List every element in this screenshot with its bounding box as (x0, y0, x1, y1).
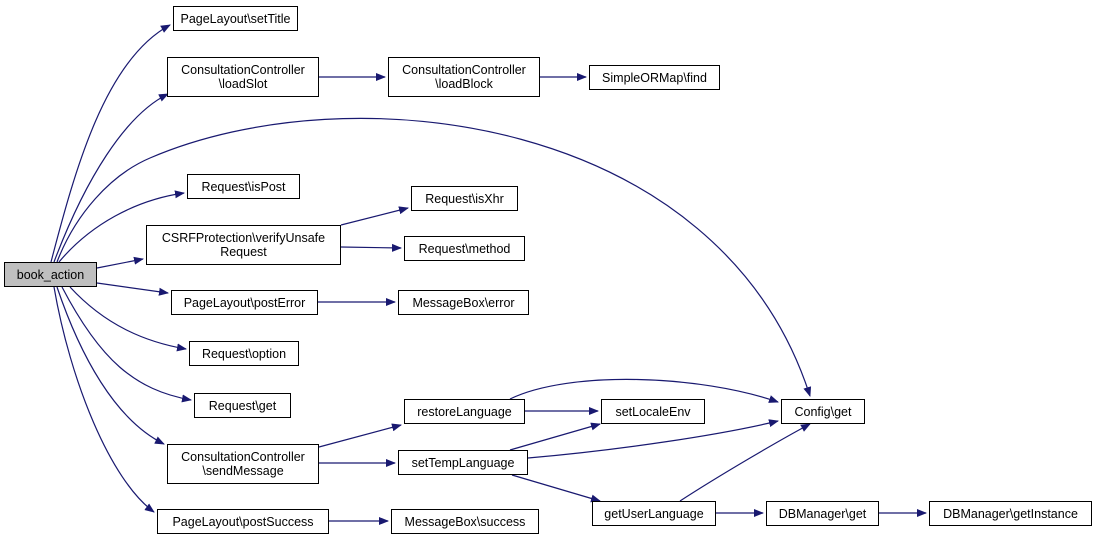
node-consultation-loadslot[interactable]: ConsultationController \loadSlot (167, 57, 319, 97)
node-pagelayout-posterror[interactable]: PageLayout\postError (171, 290, 318, 315)
node-request-isxhr[interactable]: Request\isXhr (411, 186, 518, 211)
node-simpleormap-find[interactable]: SimpleORMap\find (589, 65, 720, 90)
node-messagebox-error[interactable]: MessageBox\error (398, 290, 529, 315)
edge-verify-isxhr (340, 206, 409, 226)
edge-book-option (69, 286, 187, 352)
edge-getuser-configget (679, 423, 811, 502)
node-request-option[interactable]: Request\option (189, 341, 299, 366)
edge-sendmessage-restore (318, 423, 402, 448)
edge-book-verifyunsafe (96, 256, 144, 269)
edge-book-postsuccess (53, 286, 155, 513)
edge-book-loadslot (53, 93, 169, 263)
edge-book-settitle (50, 24, 171, 263)
node-request-method[interactable]: Request\method (404, 236, 525, 261)
node-getuserlanguage[interactable]: getUserLanguage (592, 501, 716, 526)
node-dbmanager-getinstance[interactable]: DBManager\getInstance (929, 501, 1092, 526)
edge-restore-configget (509, 378, 779, 403)
edge-book-reqget (61, 286, 192, 403)
edge-book-posterror (96, 282, 169, 296)
node-consultation-sendmessage[interactable]: ConsultationController \sendMessage (167, 444, 319, 484)
edge-settemp-getuser (511, 474, 601, 503)
edge-book-sendmessage (56, 286, 165, 445)
node-pagelayout-settitle[interactable]: PageLayout\setTitle (173, 6, 298, 31)
edge-verify-method (340, 243, 402, 252)
node-request-ispost[interactable]: Request\isPost (187, 174, 300, 199)
node-csrf-verifyunsafe[interactable]: CSRFProtection\verifyUnsafe Request (146, 225, 341, 265)
node-messagebox-success[interactable]: MessageBox\success (391, 509, 539, 534)
node-request-get[interactable]: Request\get (194, 393, 291, 418)
edge-settemp-setlocale (509, 422, 601, 451)
node-setlocaleenv[interactable]: setLocaleEnv (601, 399, 705, 424)
node-book-action: book_action (4, 262, 97, 287)
node-config-get[interactable]: Config\get (781, 399, 865, 424)
node-settemplanguage[interactable]: setTempLanguage (398, 450, 528, 475)
edge-book-ispost (58, 190, 185, 263)
edge-settemp-configget (527, 419, 779, 459)
node-pagelayout-postsuccess[interactable]: PageLayout\postSuccess (157, 509, 329, 534)
edge-book-configget (56, 117, 812, 397)
node-consultation-loadblock[interactable]: ConsultationController \loadBlock (388, 57, 540, 97)
node-restorelanguage[interactable]: restoreLanguage (404, 399, 525, 424)
node-dbmanager-get[interactable]: DBManager\get (766, 501, 879, 526)
